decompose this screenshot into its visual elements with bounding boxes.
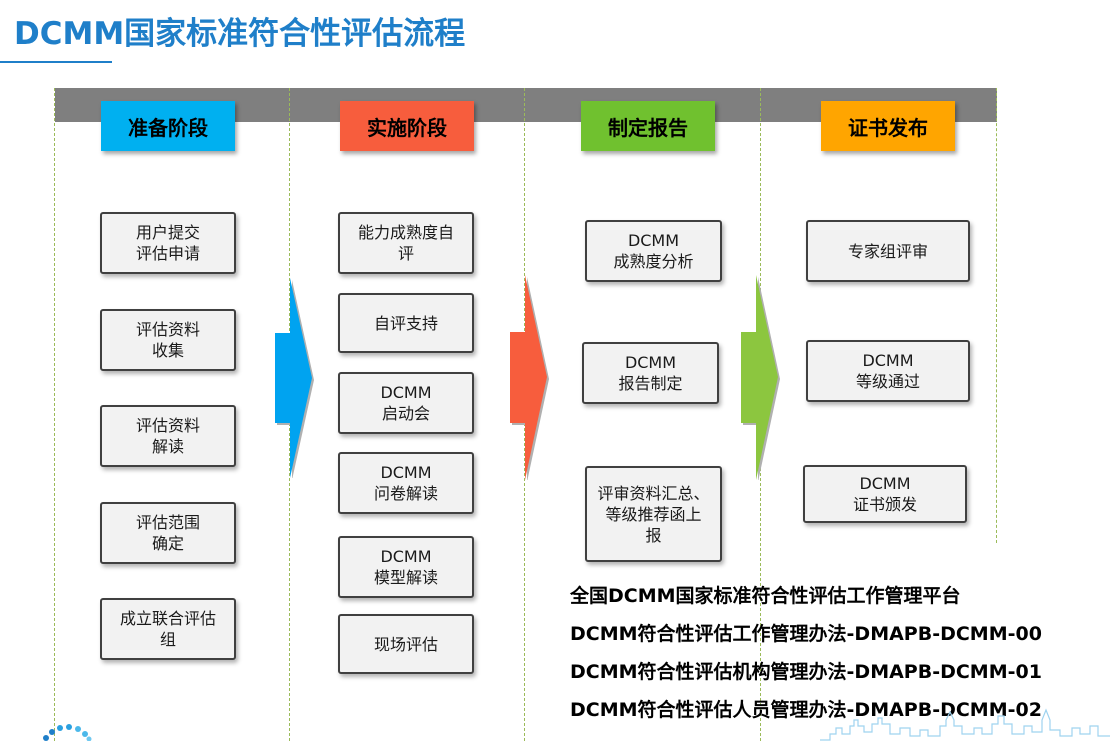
stage-report: 制定报告 [581, 101, 715, 151]
step-box: 评审资料汇总、等级推荐函上报 [585, 466, 722, 562]
step-box: 成立联合评估组 [100, 598, 236, 660]
doc-platform: 全国DCMM国家标准符合性评估工作管理平台 [570, 585, 961, 607]
page-title: DCMM国家标准符合性评估流程 [14, 16, 466, 52]
arrow-right-icon [741, 275, 780, 480]
step-box: 专家组评审 [806, 220, 970, 282]
doc-org-rules: DCMM符合性评估机构管理办法-DMAPB-DCMM-01 [570, 661, 1042, 683]
title-underline [0, 61, 112, 63]
step-box: 评估资料收集 [100, 309, 236, 371]
stage-certificate: 证书发布 [821, 101, 955, 151]
column-divider-5 [996, 88, 997, 543]
step-box: 评估范围确定 [100, 502, 236, 564]
arrow-right-icon [275, 278, 314, 478]
stage-implement: 实施阶段 [340, 101, 474, 151]
step-box: 自评支持 [338, 293, 474, 353]
reference-documents: 全国DCMM国家标准符合性评估工作管理平台 DCMM符合性评估工作管理办法-DM… [570, 582, 1042, 734]
logo-dots-icon [43, 724, 92, 741]
step-box: 用户提交评估申请 [100, 212, 236, 274]
stage-prepare: 准备阶段 [101, 101, 235, 151]
step-box: 评估资料解读 [100, 405, 236, 467]
doc-staff-rules: DCMM符合性评估人员管理办法-DMAPB-DCMM-02 [570, 699, 1042, 721]
step-box: 能力成熟度自评 [338, 212, 474, 274]
city-skyline-icon [820, 708, 1110, 741]
step-box: 现场评估 [338, 614, 474, 674]
column-divider-1 [54, 88, 55, 741]
arrow-right-icon [510, 275, 549, 480]
doc-work-rules: DCMM符合性评估工作管理办法-DMAPB-DCMM-00 [570, 623, 1042, 645]
